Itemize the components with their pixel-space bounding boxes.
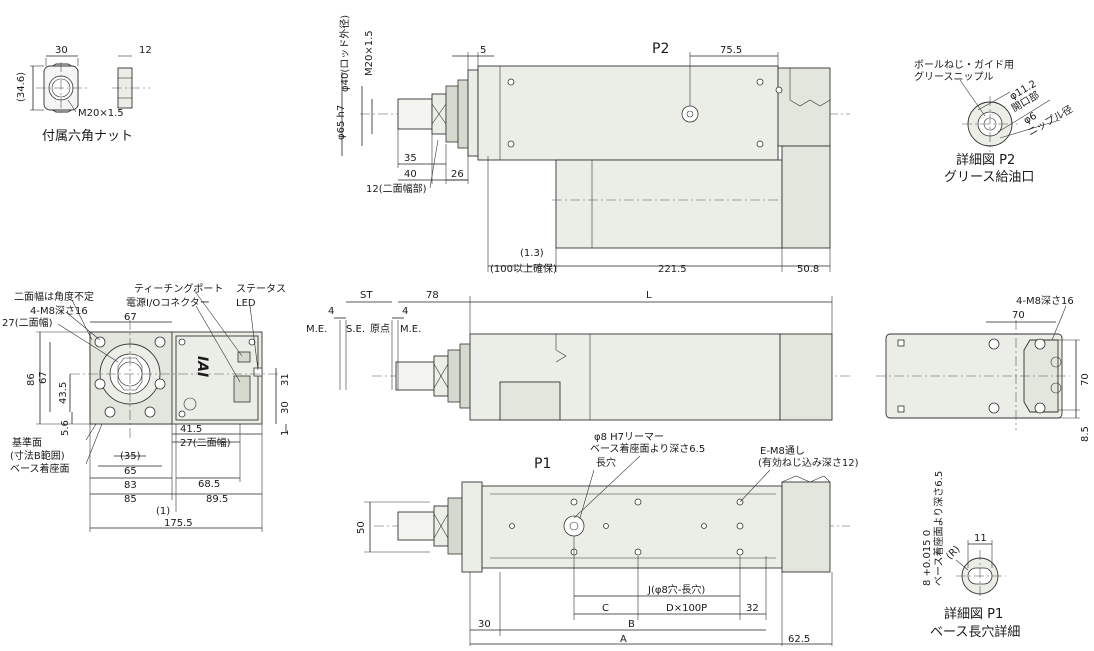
reamer-label: φ8 H7リーマー (594, 432, 664, 443)
m8-through-depth: (有効ねじ込み深さ12) (758, 456, 859, 469)
dim-A: A (620, 634, 627, 645)
p2-label: P2 (652, 41, 669, 57)
dim-32: 32 (746, 603, 759, 614)
p1-label: P1 (534, 456, 551, 472)
p2-note-1: ボールねじ・ガイド用 (914, 59, 1014, 71)
stroke-end: S.E. (346, 324, 365, 335)
origin-label: 原点 (370, 323, 390, 335)
m8-depth-left: 4-M8深さ16 (30, 305, 88, 317)
nut-thickness-label: 12 (139, 45, 152, 56)
rod-thread-label: M20×1.5 (364, 30, 375, 76)
flats-angle-note: 二面幅は角度不定 (14, 290, 94, 303)
bottom-view (374, 475, 850, 646)
detail-p2-view (959, 79, 1061, 152)
dim-75-5: 75.5 (720, 45, 742, 56)
p1-depth: ベース着座面より深さ6.5 (932, 471, 945, 586)
dim-31: 31 (280, 373, 291, 386)
dim-85: 85 (124, 494, 137, 505)
status-label: ステータス (236, 283, 286, 295)
hex-nut-view (30, 55, 150, 116)
teaching-port-label: ティーチングポート (134, 282, 223, 295)
dim-35-paren: (35) (120, 451, 141, 462)
dim-67-vertical: 67 (38, 371, 49, 384)
dim-4-right: 4 (402, 306, 408, 317)
p1-radius: (R) (944, 544, 962, 562)
p2-caption: 詳細図 P2 (956, 152, 1015, 168)
rod-diameter-label: φ40(ロッド外径) (338, 15, 351, 92)
dim-30-bottom: 30 (478, 619, 491, 630)
dim-86: 86 (26, 373, 37, 386)
p2-note-2: グリースニップル (914, 70, 994, 83)
dim-J: J(φ8穴-長穴) (647, 583, 705, 596)
m8-through-label: E-M8通し (760, 445, 805, 457)
dim-83: 83 (124, 480, 137, 491)
dim-68-5: 68.5 (198, 479, 220, 490)
reference-surface: 基準面 (12, 436, 42, 449)
dim-1-3: (1.3) (520, 248, 544, 259)
dim-26: 26 (451, 169, 464, 180)
p1-width-11: 11 (974, 533, 987, 544)
dim-12-flats: 12(二面幅部) (366, 182, 427, 195)
dim-1-vertical: 1 (280, 430, 291, 436)
dim-D-pitch: D×100P (666, 603, 707, 614)
dim-62-5: 62.5 (788, 634, 810, 645)
nut-thread-label: M20×1.5 (78, 108, 124, 119)
dim-5-6: 5.6 (60, 420, 71, 436)
dim-35: 35 (404, 153, 417, 164)
dim-50-8: 50.8 (797, 264, 819, 275)
p1-subcaption: ベース長穴詳細 (930, 624, 1020, 640)
dim-175-5: 175.5 (164, 518, 193, 529)
dim-50: 50 (356, 521, 367, 534)
mechanical-end-right: M.E. (400, 324, 421, 335)
overall-L: L (646, 290, 652, 301)
dim-C: C (602, 603, 609, 614)
dim-65: 65 (124, 466, 137, 477)
power-io-label: 電源I/Oコネクター (126, 296, 210, 309)
iai-logo: IAI (194, 356, 210, 377)
p1-tolerance: 8 +0.015 0 (922, 530, 933, 586)
dim-221-5: 221.5 (658, 264, 687, 275)
nut-height-label: (34.6) (16, 72, 27, 102)
slot-label: 長穴 (596, 456, 616, 469)
flange-diameter-label: φ65 h7 (336, 105, 347, 140)
dim-40: 40 (404, 169, 417, 180)
dim-5: 5 (480, 45, 486, 56)
dim-67-top: 67 (124, 312, 137, 323)
mechanical-end-left: M.E. (306, 324, 327, 335)
dim-70-horizontal: 70 (1012, 310, 1025, 321)
flats-27-bottom: 27(二面幅) (180, 436, 231, 449)
stroke-st: ST (360, 290, 373, 301)
front-end-view (70, 320, 280, 440)
p1-caption: 詳細図 P1 (944, 606, 1003, 622)
dim-43-5: 43.5 (58, 382, 69, 404)
rear-end-view (876, 320, 1070, 430)
reamer-depth-label: ベース着座面より深さ6.5 (590, 442, 705, 455)
dim-89-5: 89.5 (206, 494, 228, 505)
flats-27-left: 27(二面幅) (2, 316, 53, 329)
nut-width-label: 30 (55, 45, 68, 56)
dim-B: B (628, 619, 635, 630)
dim-30-vertical: 30 (280, 401, 291, 414)
dim-4-left: 4 (328, 306, 334, 317)
p2-subcaption: グリース給油口 (944, 170, 1034, 185)
detail-p1-view (955, 540, 1006, 600)
dim-78: 78 (426, 290, 439, 301)
top-side-view (360, 65, 850, 272)
dim-1-paren: (1) (156, 506, 170, 517)
nut-caption: 付属六角ナット (42, 129, 133, 144)
base-seating-surface: ベース着座面 (10, 462, 70, 475)
dim-8-5: 8.5 (1080, 426, 1091, 442)
dim-100-clearance: (100以上確保) (490, 262, 557, 275)
reference-range: (寸法B範囲) (10, 449, 65, 462)
led-label: LED (236, 298, 256, 309)
m8-depth-right: 4-M8深さ16 (1016, 295, 1074, 307)
middle-side-view (339, 296, 850, 421)
dim-41-5: 41.5 (180, 424, 202, 435)
dim-70-vertical: 70 (1080, 373, 1091, 386)
